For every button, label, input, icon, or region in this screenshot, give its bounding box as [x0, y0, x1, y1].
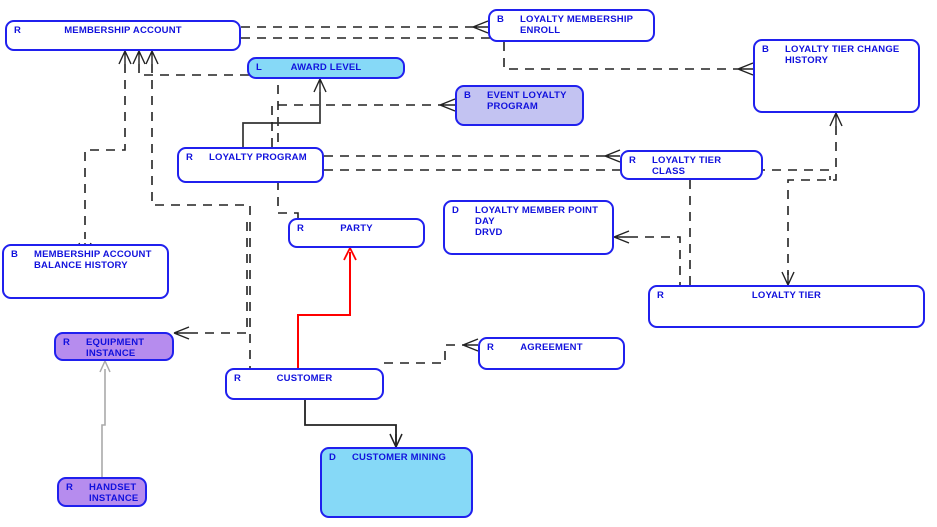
rel-customer-to-customer-mining: [304, 400, 403, 448]
entity-name-line: LOYALTY TIER CHANGE: [785, 44, 900, 55]
entity-code-customer-mining: D: [329, 452, 337, 463]
entity-code-loyalty-tier-change-history: B: [762, 44, 770, 55]
entity-code-loyalty-tier-class: R: [629, 155, 637, 166]
entity-code-award-level: L: [256, 62, 263, 73]
rel-membership-account-to-balance-history: [78, 50, 132, 257]
rel-membership-account-to-party: [132, 50, 299, 218]
entity-name-line: BALANCE HISTORY: [34, 260, 128, 271]
rel-loyalty-program-to-event-loyalty: [271, 98, 456, 147]
entity-code-loyalty-program: R: [186, 152, 194, 163]
entity-name-line: DRVD: [475, 227, 503, 238]
entity-code-loyalty-tier: R: [657, 290, 665, 301]
entity-loyalty-tier[interactable]: R LOYALTY TIER: [648, 285, 925, 328]
entity-customer-mining[interactable]: D CUSTOMER MINING: [320, 447, 473, 518]
entity-loyalty-program[interactable]: R LOYALTY PROGRAM: [177, 147, 324, 183]
rel-award-level-to-loyalty-program: [242, 78, 327, 147]
entity-name-party: PARTY: [340, 223, 373, 234]
entity-name-line: ENROLL: [520, 25, 561, 36]
entity-party[interactable]: R PARTY: [288, 218, 425, 248]
entity-name-loyalty-tier: LOYALTY TIER: [751, 290, 822, 301]
entity-code-handset-instance: R: [66, 482, 74, 493]
entity-name-loyalty-tier-class: LOYALTY TIER CLASS: [652, 155, 722, 177]
entity-name-line: EQUIPMENT: [86, 337, 145, 348]
entity-code-membership-account-balance-history: B: [11, 249, 19, 260]
entity-name-customer: CUSTOMER: [276, 373, 333, 384]
entity-code-membership-account: R: [14, 25, 22, 36]
entity-membership-account[interactable]: R MEMBERSHIP ACCOUNT: [5, 20, 241, 51]
entity-customer[interactable]: R CUSTOMER: [225, 368, 384, 400]
entity-code-loyalty-member-point-day-drvd: D: [452, 205, 460, 216]
entity-name-line: HISTORY: [785, 55, 829, 66]
rel-loyalty-program-to-tier-class: [324, 149, 831, 180]
entity-name-loyalty-program: LOYALTY PROGRAM: [209, 152, 307, 163]
rel-membership-account-to-customer: [145, 50, 251, 368]
entity-code-party: R: [297, 223, 305, 234]
entity-name-customer-mining: CUSTOMER MINING: [352, 452, 447, 463]
entity-code-equipment-instance: R: [63, 337, 71, 348]
entity-code-event-loyalty-program: B: [464, 90, 472, 101]
entity-name-agreement: AGREEMENT: [520, 342, 583, 353]
entity-loyalty-tier-class[interactable]: R LOYALTY TIER CLASS: [620, 150, 763, 180]
rel-handset-instance-to-equipment-instance: [99, 360, 111, 477]
entity-name-line: PROGRAM: [487, 101, 539, 112]
rel-point-day-drvd-to-loyalty-tier: [613, 230, 681, 285]
entity-name-line: LOYALTY MEMBERSHIP: [520, 14, 634, 25]
rel-customer-to-party-highlight: [297, 247, 357, 368]
entity-name-line: EVENT LOYALTY: [487, 90, 567, 101]
entity-name-line: INSTANCE: [89, 493, 139, 504]
rel-enroll-to-tier-change-history: [503, 42, 754, 76]
entity-name-line: HANDSET: [89, 482, 137, 493]
entity-name-award-level: AWARD LEVEL: [290, 62, 362, 73]
entity-name-membership-account: MEMBERSHIP ACCOUNT: [64, 25, 182, 36]
rel-customer-to-agreement: [384, 338, 479, 364]
entity-code-customer: R: [234, 373, 242, 384]
entity-code-agreement: R: [487, 342, 495, 353]
entity-name-line: INSTANCE: [86, 348, 136, 359]
entity-award-level[interactable]: L AWARD LEVEL: [247, 57, 405, 79]
entity-code-loyalty-membership-enroll: B: [497, 14, 505, 25]
entity-name-line: LOYALTY MEMBER POINT DAY: [475, 205, 599, 227]
entity-agreement[interactable]: R AGREEMENT: [478, 337, 625, 370]
rel-equipment-instance-to-party: [173, 218, 248, 340]
rel-tier-change-history-to-loyalty-tier: [781, 112, 843, 286]
entity-name-line: MEMBERSHIP ACCOUNT: [34, 249, 152, 260]
